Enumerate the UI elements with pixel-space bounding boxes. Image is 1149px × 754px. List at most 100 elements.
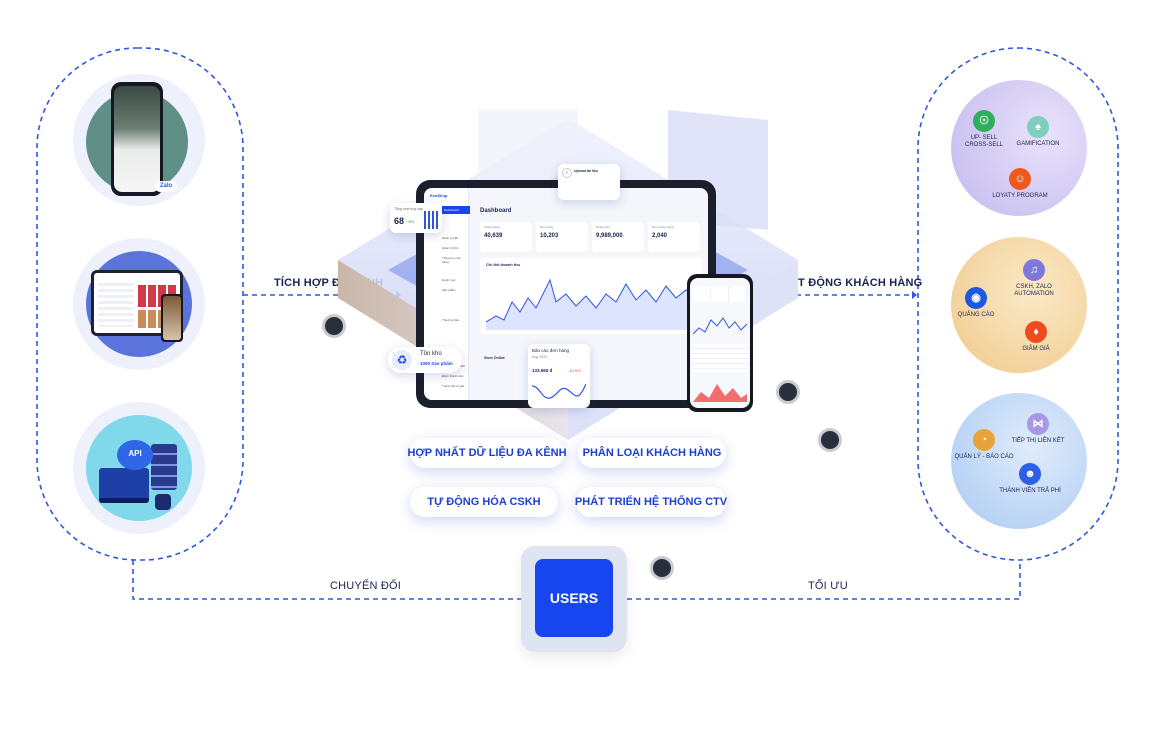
gamepad-icon: ♠ <box>1027 116 1049 138</box>
feature-discount-label: GIẢM GIÁ <box>1022 346 1050 352</box>
order-report-card: Báo cáo đơn hàng Aug 2024 133.560 đ -10.… <box>528 344 590 408</box>
order-report-delta: -10.5% <box>568 368 581 373</box>
kpi-value: 9,989,000 <box>596 233 623 239</box>
stock-recycle-icon: ♻ <box>392 350 412 370</box>
feature-affiliate: ⋈ TIẾP THỊ LIÊN KẾT <box>1003 413 1073 445</box>
feature-paid-members-label: THÀNH VIÊN TRẢ PHÍ <box>999 488 1061 494</box>
mobile-table <box>693 344 747 374</box>
feature-upsell: ☉ UP- SELL CROSS-SELL <box>949 110 1019 149</box>
visits-card: Tổng lượt truy cập 68 +8% <box>390 203 442 233</box>
api-cloud-icon <box>117 440 153 470</box>
edge-label-optimize: TỐI ƯU <box>808 580 848 592</box>
kpi-label: Đơn hàng (tổng) <box>652 225 674 229</box>
kpi-card: Đơn hàng 10,203 <box>536 222 588 252</box>
sidebar-active-item[interactable]: Dashboard <box>442 206 470 214</box>
mobile-line-chart <box>693 317 747 335</box>
upload-back-icon[interactable]: ‹ <box>562 168 572 178</box>
member-icon: ☻ <box>1019 463 1041 485</box>
loyalty-icon: ☺ <box>1009 168 1031 190</box>
order-report-value: 133.560 đ <box>532 368 553 373</box>
feature-pill-segment-customers: PHÂN LOẠI KHÁCH HÀNG <box>578 438 726 468</box>
activity-group-marketing: ◉ QUẢNG CÁO ♫ CSKH, ZALO AUTOMATION ♦ GI… <box>951 237 1087 373</box>
edge-label-conversion: CHUYỂN ĐỔI <box>330 580 402 592</box>
laptop-image <box>99 468 149 503</box>
database-icon <box>155 494 171 510</box>
feature-upsell-label: UP- SELL CROSS-SELL <box>964 135 1003 148</box>
sidebar-item[interactable]: Quản lý bán <box>442 236 459 240</box>
feature-ads: ◉ QUẢNG CÁO <box>941 287 1011 319</box>
feature-gamification: ♠ GAMIFICATION <box>1003 116 1073 148</box>
sidebar-item[interactable]: Điểm thành viên <box>442 374 464 378</box>
edge-label-customer-activity: HOẠT ĐỘNG KHÁCH HÀNG <box>773 277 923 289</box>
ticket-icon: ♦ <box>1025 321 1047 343</box>
mobile-area-chart <box>693 384 747 402</box>
platform-knob-front-right <box>818 428 842 452</box>
sidebar-item[interactable]: Tranh cấu tư giá <box>442 384 464 388</box>
sidebar-item[interactable]: Quản lý đơn <box>442 246 459 250</box>
feature-affiliate-label: TIẾP THỊ LIÊN KẾT <box>1011 438 1065 444</box>
revenue-chart-card: Chi tiết doanh thu <box>480 258 702 334</box>
feature-zalo-automation-label: CSKH, ZALO AUTOMATION <box>1014 284 1054 297</box>
order-report-wave <box>532 383 586 399</box>
dashboard-title: Dashboard <box>480 208 512 214</box>
visits-value: 68 <box>394 216 405 226</box>
pos-phone-screen <box>163 296 181 340</box>
sidebar-item[interactable]: Sản phẩm <box>442 288 456 292</box>
upload-title: Upload tài liệu <box>574 169 598 173</box>
feature-pill-automate-cs: TỰ ĐỘNG HÓA CSKH <box>410 487 558 517</box>
channel-pos <box>73 238 205 370</box>
feature-discount: ♦ GIẢM GIÁ <box>1001 321 1071 353</box>
kpi-card: Đơn hàng (tổng) 2,040 <box>648 222 700 252</box>
feature-ads-label: QUẢNG CÁO <box>957 312 995 318</box>
users-node[interactable]: USERS <box>535 559 613 637</box>
feature-reports-label: QUẢN LÝ - BÁO CÁO <box>954 454 1014 460</box>
platform-knob-right <box>776 380 800 404</box>
kpi-value: 2,040 <box>652 233 668 239</box>
revenue-chart-title: Chi tiết doanh thu <box>486 262 520 267</box>
headset-icon: ♫ <box>1023 259 1045 281</box>
kpi-label: Doanh thu <box>596 225 610 229</box>
server-rack-image <box>151 444 177 490</box>
globe-icon: ◉ <box>965 287 987 309</box>
activity-group-management: ◔ QUẢN LÝ - BÁO CÁO ⋈ TIẾP THỊ LIÊN KẾT … <box>951 393 1087 529</box>
feature-pill-unify-data: HỢP NHẤT DỮ LIỆU ĐA KÊNH <box>407 438 567 468</box>
mobile-dashboard-phone <box>687 274 753 412</box>
revenue-line <box>486 278 696 330</box>
visits-bars <box>424 211 438 229</box>
kpi-value: 10,203 <box>540 233 559 239</box>
stock-value: 1000 Sản phẩm <box>420 361 453 366</box>
dashboard-brand: EvoShop <box>430 193 448 198</box>
api-badge: API <box>128 449 142 458</box>
shopping-bag-icon: ☉ <box>973 110 995 132</box>
order-report-period: Aug 2024 <box>532 355 547 359</box>
feature-loyalty: ☺ LOYATY PROGRAM <box>985 168 1055 200</box>
feature-zalo-automation: ♫ CSKH, ZALO AUTOMATION <box>999 259 1069 298</box>
channel-mobile-app: Zalo <box>73 74 205 206</box>
feature-pill-develop-ctv: PHÁT TRIỂN HỆ THỐNG CTV <box>575 487 727 517</box>
visits-label: Tổng lượt truy cập <box>394 207 423 211</box>
channel-api: API <box>73 402 205 534</box>
activity-group-sales: ☉ UP- SELL CROSS-SELL ♠ GAMIFICATION ☺ L… <box>951 80 1087 216</box>
kpi-value: 40,639 <box>484 233 503 239</box>
sidebar-item[interactable]: Thông tin cửa hàng <box>442 256 461 264</box>
pos-phone-image <box>161 294 183 342</box>
kpi-label: Khách hàng <box>484 225 501 229</box>
share-icon: ⋈ <box>1027 413 1049 435</box>
pos-list <box>98 283 134 327</box>
feature-reports: ◔ QUẢN LÝ - BÁO CÁO <box>949 429 1019 461</box>
stock-title: Tồn kho <box>420 351 442 357</box>
upload-card: ‹ Upload tài liệu <box>558 164 620 200</box>
gauge-icon: ◔ <box>973 429 995 451</box>
order-report-title: Báo cáo đơn hàng <box>532 348 569 353</box>
platform-knob-left <box>322 314 346 338</box>
mobile-dashboard-screen <box>690 278 750 408</box>
zalo-badge: Zalo <box>155 181 177 192</box>
visits-delta: +8% <box>407 220 415 224</box>
feature-loyalty-label: LOYATY PROGRAM <box>992 193 1048 199</box>
mobile-kpi-row <box>693 286 747 302</box>
feature-paid-members: ☻ THÀNH VIÊN TRẢ PHÍ <box>995 463 1065 495</box>
stock-card: ♻ Tồn kho 1000 Sản phẩm <box>388 347 462 373</box>
kpi-label: Đơn hàng <box>540 225 554 229</box>
sidebar-item[interactable]: Thương hiệu <box>442 318 460 322</box>
sidebar-item[interactable]: Danh mục <box>442 278 456 282</box>
